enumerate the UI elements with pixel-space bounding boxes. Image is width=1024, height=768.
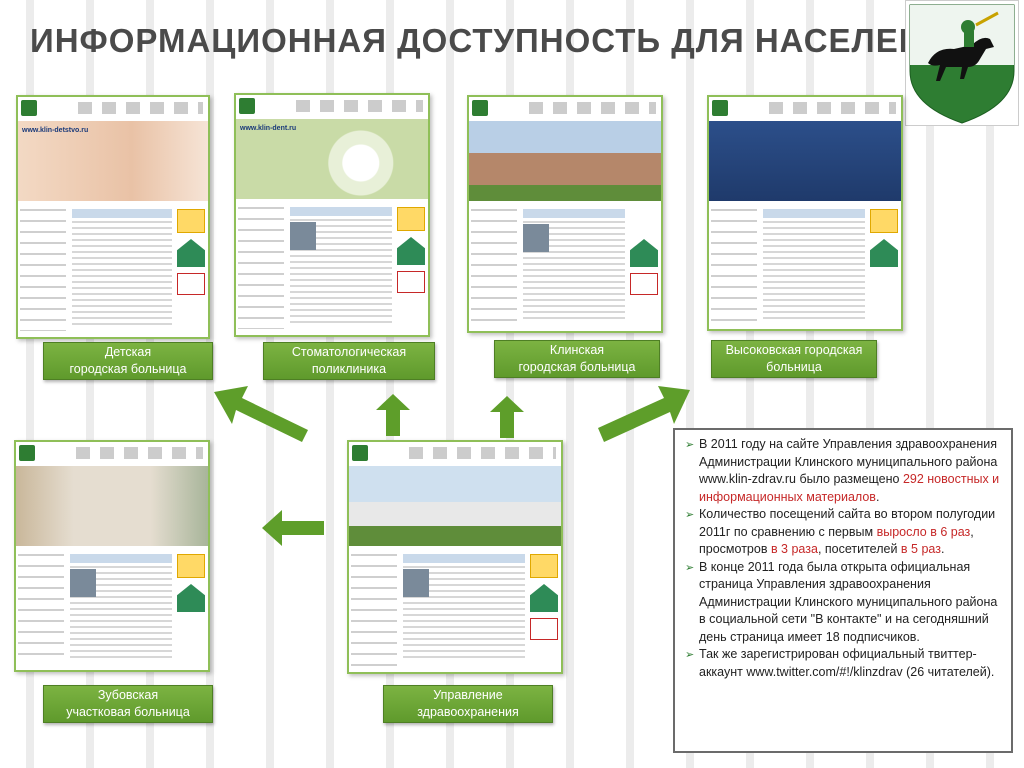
logo-icon xyxy=(239,98,255,114)
info-text: . xyxy=(940,542,945,556)
label-line: Зубовская xyxy=(97,688,159,702)
logo-icon xyxy=(19,445,35,461)
info-text: , просмотров xyxy=(699,524,974,557)
coat-of-arms xyxy=(905,0,1019,126)
info-panel: В 2011 году на сайте Управления здравоох… xyxy=(673,428,1013,753)
label-dental-clinic: Стоматологическая поликлиника xyxy=(263,342,435,380)
site-url: www.klin-dent.ru xyxy=(240,125,297,132)
info-text: Так же зарегистрирован официальный твитт… xyxy=(699,647,995,679)
arrow-up-icon xyxy=(490,396,524,438)
arrow-left-icon xyxy=(262,510,324,546)
label-health-administration: Управление здравоохранения xyxy=(383,685,553,723)
label-line: городская больница xyxy=(69,362,187,376)
label-children-hospital: Детская городская больница xyxy=(43,342,213,380)
site-thumbnail-vysokovsk-hospital[interactable] xyxy=(707,95,903,331)
site-thumbnail-health-administration[interactable] xyxy=(347,440,563,674)
label-line: поликлиника xyxy=(311,362,387,376)
info-text: , посетителей xyxy=(817,542,901,556)
coat-of-arms-icon xyxy=(909,4,1015,124)
label-line: Детская xyxy=(104,345,152,359)
page-title: ИНФОРМАЦИОННАЯ ДОСТУПНОСТЬ ДЛЯ НАСЕЛЕНИЯ xyxy=(30,22,973,59)
site-thumbnail-klin-hospital[interactable] xyxy=(467,95,663,333)
site-thumbnail-dental-clinic[interactable]: www.klin-dent.ru xyxy=(234,93,430,337)
site-url: www.klin-detstvo.ru xyxy=(22,127,89,134)
label-vysokovsk-hospital: Высоковская городская больница xyxy=(711,340,877,378)
info-item: В конце 2011 года была открыта официальн… xyxy=(685,559,1001,647)
label-line: больница xyxy=(766,360,822,374)
site-thumbnail-children-hospital[interactable]: www.klin-detstvo.ru xyxy=(16,95,210,339)
arrow-up-icon xyxy=(376,394,410,436)
arrow-up-left-icon xyxy=(214,386,308,442)
site-thumbnail-zubovo-hospital[interactable] xyxy=(14,440,210,672)
info-item: Так же зарегистрирован официальный твитт… xyxy=(685,646,1001,681)
label-line: здравоохранения xyxy=(417,705,519,719)
label-line: Высоковская городская xyxy=(725,343,863,357)
info-highlight: выросло в 6 раз xyxy=(876,524,971,539)
label-line: городская больница xyxy=(518,360,636,374)
info-highlight: в 5 раз xyxy=(900,542,941,556)
label-line: участковая больница xyxy=(66,705,190,719)
info-text: Количество посещений сайта во втором пол… xyxy=(699,507,996,539)
label-zubovo-hospital: Зубовская участковая больница xyxy=(43,685,213,723)
info-text: . xyxy=(875,489,880,504)
label-line: Управление xyxy=(433,688,503,702)
info-highlight: в 3 раза xyxy=(770,542,818,556)
logo-icon xyxy=(352,445,368,461)
info-item: Количество посещений сайта во втором пол… xyxy=(685,506,1001,559)
label-line: Клинская xyxy=(549,343,605,357)
info-item: В 2011 году на сайте Управления здравоох… xyxy=(685,436,1001,506)
logo-icon xyxy=(472,100,488,116)
info-highlight: 292 новостных и информационных материало… xyxy=(699,472,1000,504)
info-text: В 2011 году на сайте Управления здравоох… xyxy=(699,437,998,486)
info-text: В конце 2011 года была открыта официальн… xyxy=(699,559,998,644)
arrow-up-right-icon xyxy=(598,386,690,442)
logo-icon xyxy=(712,100,728,116)
label-klin-hospital: Клинская городская больница xyxy=(494,340,660,378)
logo-icon xyxy=(21,100,37,116)
label-line: Стоматологическая xyxy=(291,345,407,359)
